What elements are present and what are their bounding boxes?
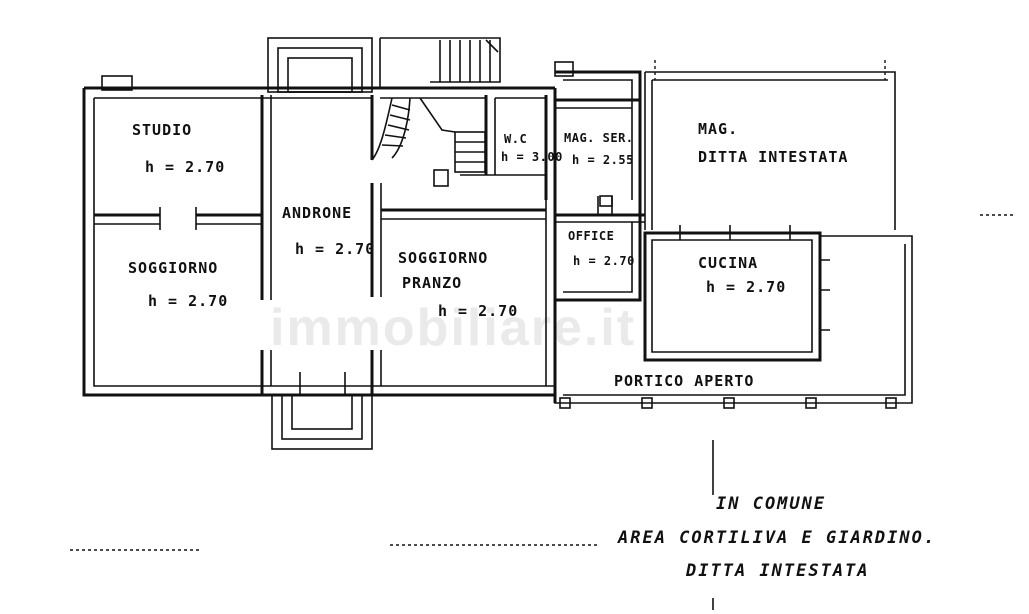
note-in-comune: IN COMUNE xyxy=(716,494,826,514)
watermark: immobiliare.it xyxy=(270,299,636,357)
room-label-soggiorno-pranzo-2: PRANZO xyxy=(402,274,462,292)
room-height-studio: h = 2.70 xyxy=(145,158,225,176)
room-label-wc: W.C xyxy=(504,132,527,146)
room-height-soggiorno: h = 2.70 xyxy=(148,292,228,310)
room-label-soggiorno-pranzo: SOGGIORNO xyxy=(398,249,488,267)
room-label-studio: STUDIO xyxy=(132,121,192,139)
room-height-wc: h = 3.00 xyxy=(501,150,563,164)
magazzino-walls xyxy=(644,60,896,230)
portico-walls xyxy=(554,235,913,409)
room-label-office: OFFICE xyxy=(568,229,614,243)
room-label-androne: ANDRONE xyxy=(282,204,352,222)
room-height-cucina: h = 2.70 xyxy=(706,278,786,296)
room-label-mag: MAG. xyxy=(698,120,738,138)
rear-steps xyxy=(267,37,501,93)
room-height-soggiorno-pranzo: h = 2.70 xyxy=(438,302,518,320)
room-label-cucina: CUCINA xyxy=(698,254,758,272)
room-height-office: h = 2.70 xyxy=(573,254,635,268)
service-block-walls xyxy=(554,61,645,302)
room-label-soggiorno: SOGGIORNO xyxy=(128,259,218,277)
room-height-androne: h = 2.70 xyxy=(295,240,375,258)
room-height-mag-ser: h = 2.55 xyxy=(572,153,634,167)
room-label-portico: PORTICO APERTO xyxy=(614,372,754,390)
front-steps xyxy=(271,372,373,450)
cucina-walls xyxy=(643,225,830,362)
note-ditta-intestata: DITTA INTESTATA xyxy=(685,561,870,581)
room-label-mag-ser: MAG. SER. xyxy=(564,131,634,145)
internal-walls xyxy=(94,95,548,395)
note-area-cortiliva: AREA CORTILIVA E GIARDINO. xyxy=(617,528,936,548)
room-owner-mag: DITTA INTESTATA xyxy=(698,148,848,166)
